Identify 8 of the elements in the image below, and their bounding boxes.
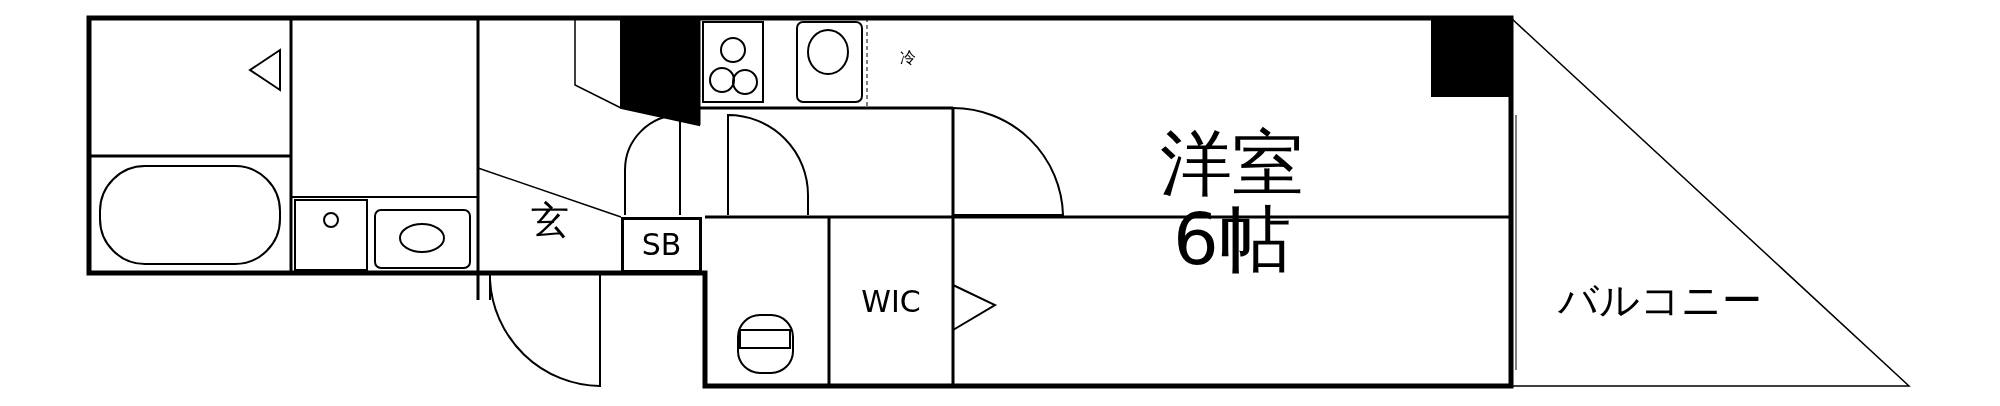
room-label: バルコニー (1558, 279, 1762, 321)
room-label: 玄 (530, 200, 569, 241)
room-label: 洋室 (1160, 126, 1304, 202)
room-label: WIC (861, 285, 921, 318)
room-label: SB (641, 229, 682, 261)
fridge-label: 冷 (900, 48, 916, 69)
room-label: 6帖 (1173, 202, 1291, 278)
storage-room (621, 217, 702, 273)
